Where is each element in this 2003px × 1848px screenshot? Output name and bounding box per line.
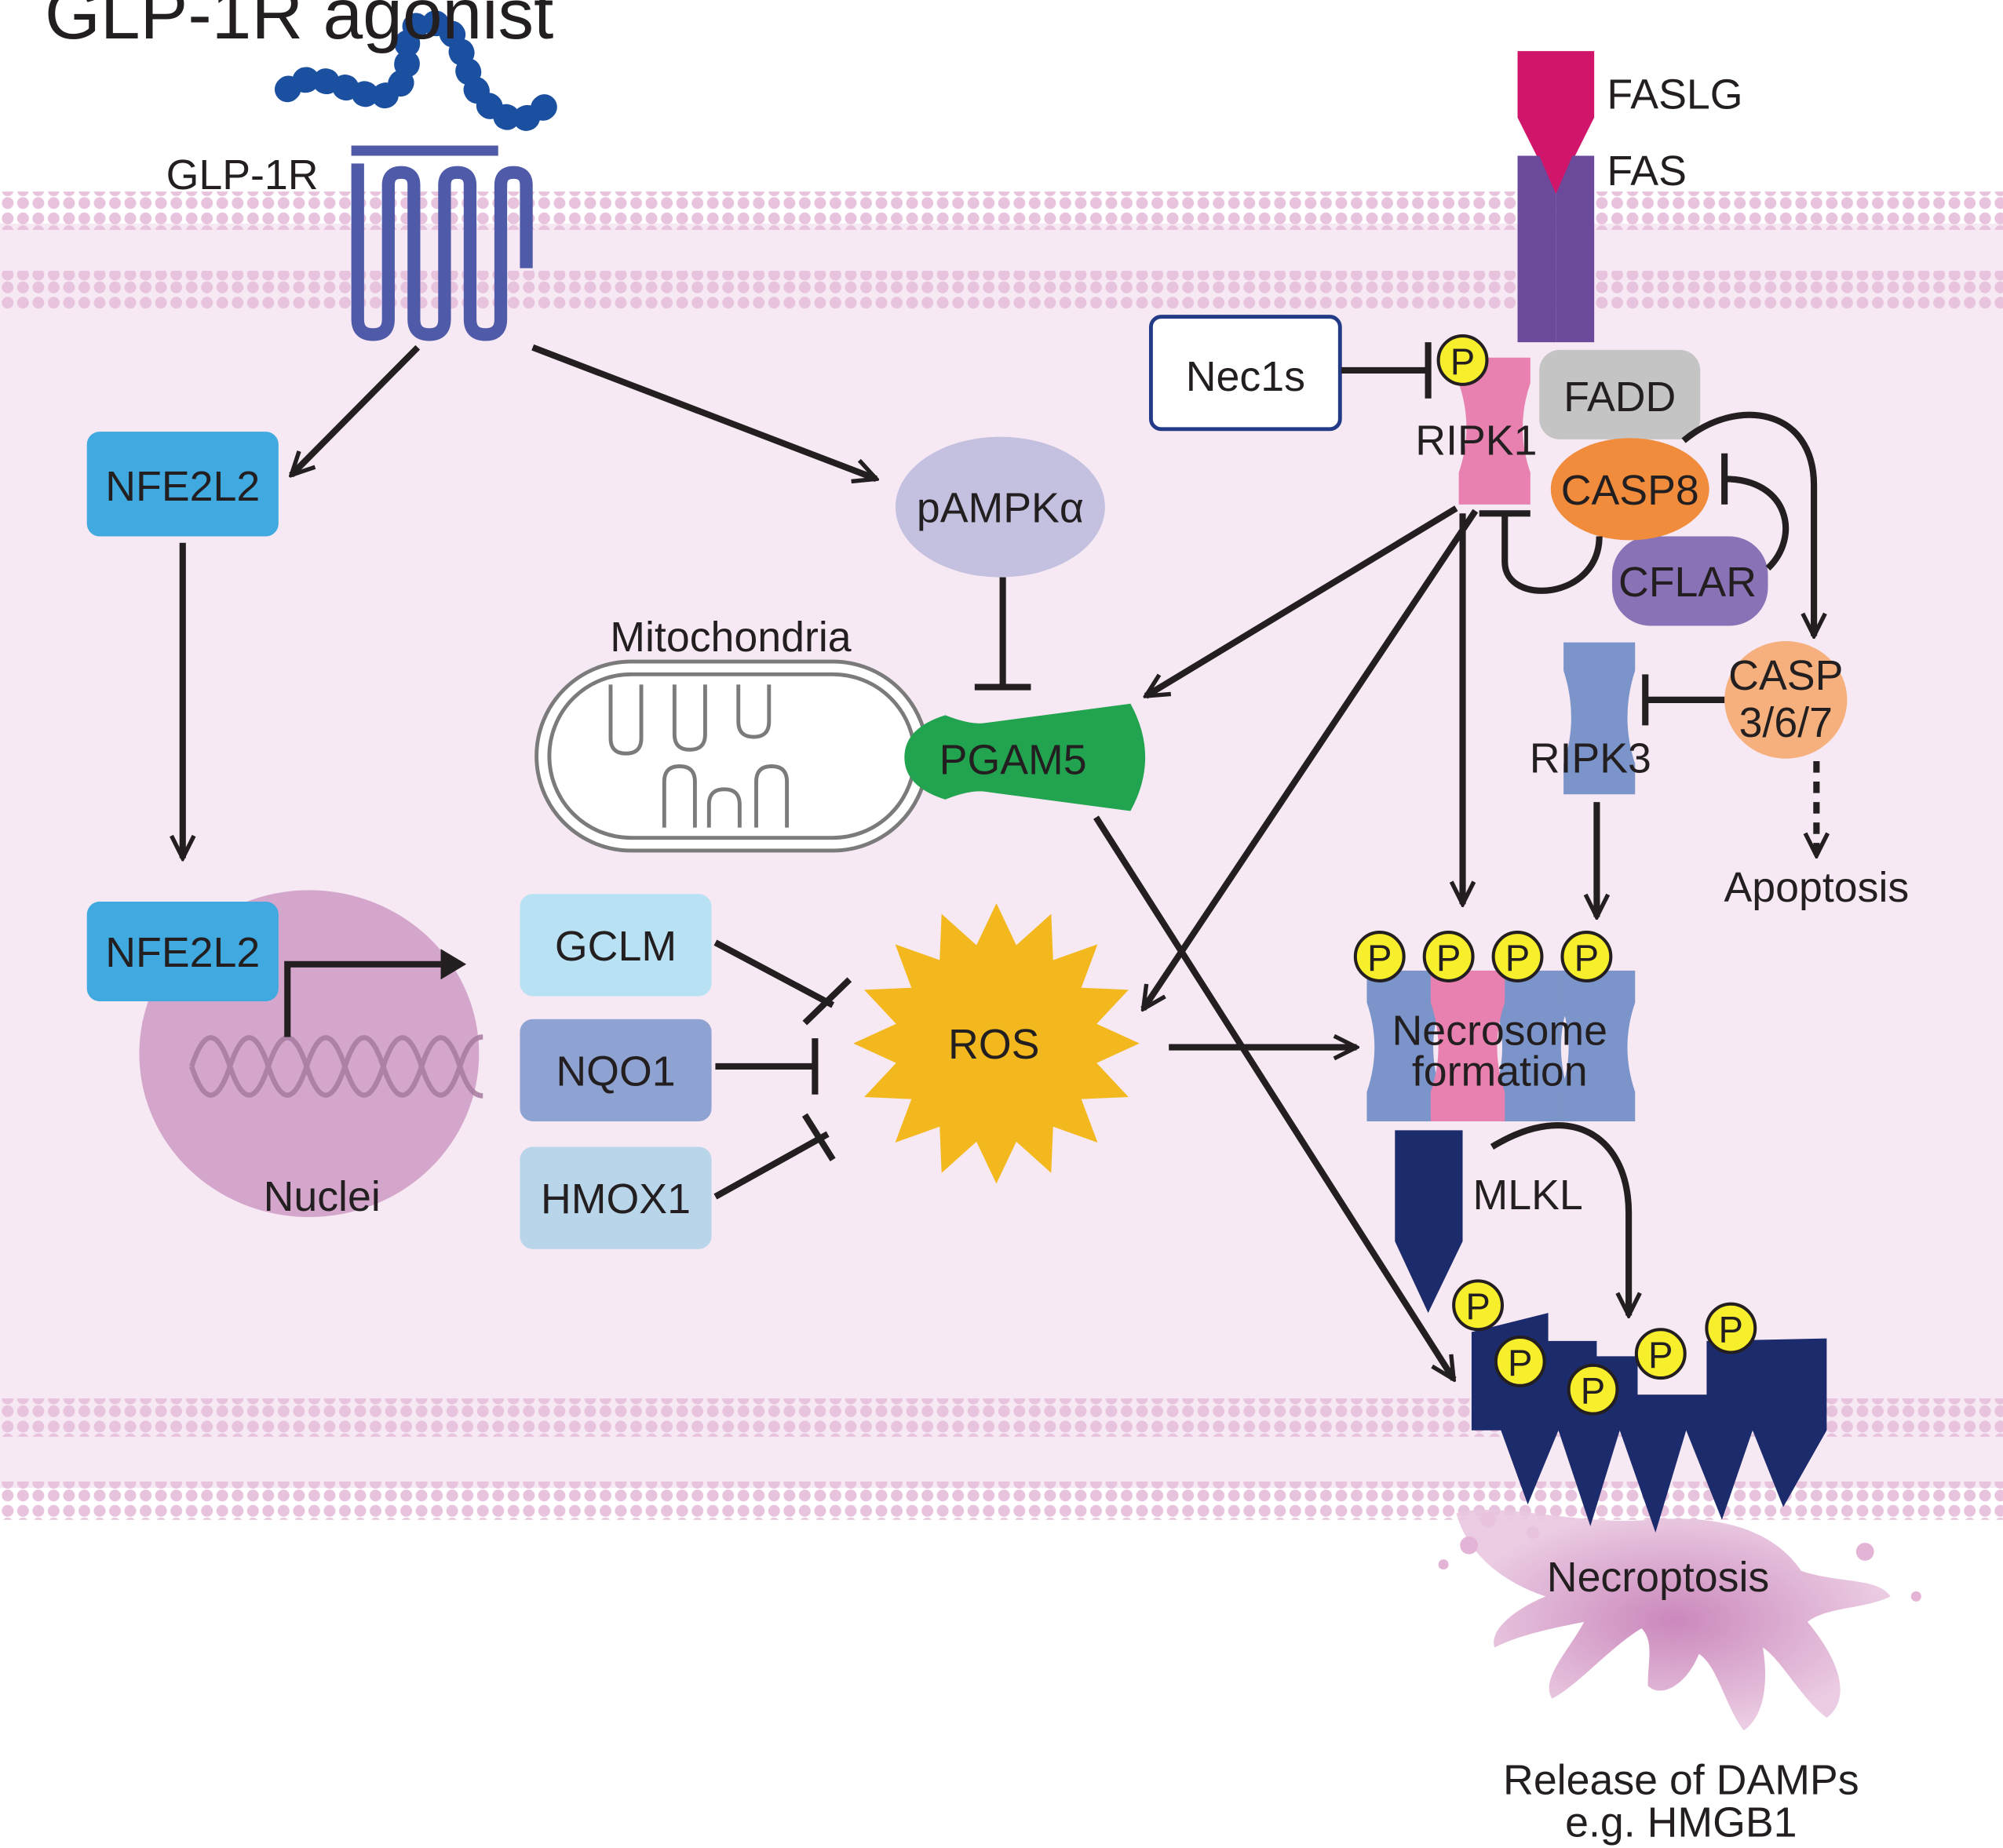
damps-label-line2: e.g. HMGB1	[1565, 1799, 1797, 1846]
ripk1-protein	[1458, 357, 1531, 505]
glp1r-label: GLP-1R	[166, 151, 319, 199]
transcription-arrow	[284, 949, 467, 1037]
nec1s-label: Nec1s	[1186, 353, 1305, 400]
phospho-mlkl-2: P	[1494, 1335, 1546, 1387]
phospho-necrosome-1: P	[1353, 931, 1406, 982]
svg-text:P: P	[1581, 1371, 1605, 1412]
casp367-protein	[1724, 641, 1848, 759]
inhibit-gclm-ros	[713, 939, 852, 1026]
mitochondria-label: Mitochondria	[610, 614, 852, 661]
mlkl-pore	[1471, 1313, 1827, 1533]
nqo1-box	[520, 1019, 712, 1121]
svg-text:P: P	[1574, 938, 1599, 979]
mlkl-label: MLKL	[1473, 1172, 1583, 1219]
cytoplasm	[0, 223, 2003, 1489]
ros-label: ROS	[948, 1021, 1039, 1068]
svg-text:P: P	[1508, 1343, 1532, 1384]
mitochondrion	[534, 659, 930, 853]
necrosome-label-line1: Necrosome	[1392, 1007, 1607, 1054]
arrow-casp8-to-casp367	[1681, 411, 1814, 636]
inhibit-nec1s-ripk1	[1341, 342, 1432, 399]
svg-text:P: P	[1505, 938, 1530, 979]
phospho-necrosome-3: P	[1491, 931, 1544, 982]
glp1r-agonist-label: GLP-1R agonist	[45, 0, 553, 54]
necrosome-label-line2: formation	[1412, 1048, 1588, 1095]
casp367-label-line2: 3/6/7	[1739, 699, 1833, 746]
arrow-pgam5-to-necroptosis	[1093, 815, 1457, 1380]
fas-receptor	[1517, 155, 1595, 343]
mlkl-protein	[1395, 1130, 1463, 1314]
svg-text:P: P	[1465, 1286, 1490, 1328]
damps-label-line1: Release of DAMPs	[1503, 1757, 1859, 1804]
fas-label: FAS	[1607, 148, 1686, 195]
phospho-mlkl-3: P	[1567, 1363, 1619, 1416]
ros-starburst	[853, 902, 1140, 1184]
svg-text:P: P	[1436, 938, 1461, 979]
dna-helix	[189, 1034, 483, 1099]
faslg-ligand	[1517, 51, 1595, 195]
nuclei-label: Nuclei	[264, 1173, 381, 1220]
phospho-mlkl-4: P	[1634, 1328, 1687, 1380]
glp1r-receptor	[351, 145, 533, 341]
svg-text:P: P	[1367, 938, 1392, 979]
faslg-label: FASLG	[1607, 71, 1742, 118]
necrosome-complex	[1366, 970, 1636, 1121]
nec1s-box	[1148, 315, 1342, 432]
inhibit-nqo1-ros	[715, 1038, 819, 1095]
cflar-label: CFLAR	[1618, 559, 1757, 606]
nfe2l2-nuclear-label: NFE2L2	[105, 929, 260, 976]
svg-text:P: P	[1719, 1310, 1743, 1351]
gclm-box	[520, 894, 712, 997]
casp8-label: CASP8	[1561, 467, 1699, 514]
gclm-label: GCLM	[555, 923, 677, 970]
ripk3-label: RIPK3	[1530, 735, 1651, 782]
arrow-glp1r-to-pampk	[531, 344, 877, 479]
apoptosis-label: Apoptosis	[1724, 864, 1909, 911]
phospho-necrosome-2: P	[1422, 931, 1475, 982]
phospho-necrosome-4: P	[1560, 931, 1613, 982]
pgam5-label: PGAM5	[939, 736, 1087, 783]
glp1r-agonist	[274, 10, 560, 133]
inhibit-cflar-casp8	[1721, 453, 1790, 571]
pampk-alpha	[895, 436, 1105, 578]
casp8-protein	[1550, 438, 1709, 541]
necroptosis-burst	[1438, 1509, 1921, 1731]
ripk3-protein	[1563, 642, 1636, 795]
inhibit-casp367-ripk3	[1642, 674, 1725, 726]
arrow-ripk1-to-ros	[1140, 508, 1479, 1009]
necroptosis-label: Necroptosis	[1547, 1554, 1769, 1601]
fadd-protein	[1539, 349, 1701, 439]
nfe2l2-cytoplasm-label: NFE2L2	[105, 463, 260, 510]
arrow-mlkl-to-pore	[1490, 1122, 1629, 1315]
svg-text:P: P	[1648, 1335, 1673, 1376]
nfe2l2-nuclear-box	[86, 902, 279, 1001]
casp367-label-line1: CASP	[1728, 652, 1843, 699]
arrow-ripk1-to-pgam5	[1146, 505, 1458, 699]
pampk-label: pAMPKα	[917, 485, 1084, 532]
inhibit-casp8-ripk1	[1479, 510, 1603, 594]
svg-text:P: P	[1450, 341, 1475, 383]
arrow-glp1r-to-nfe2l2	[291, 344, 421, 476]
hmox1-label: HMOX1	[541, 1176, 691, 1223]
ripk1-label: RIPK1	[1415, 417, 1537, 464]
fadd-label: FADD	[1563, 374, 1676, 421]
nqo1-label: NQO1	[556, 1048, 675, 1095]
nfe2l2-cytoplasm-box	[86, 432, 279, 537]
inhibit-pampk-pgam5	[974, 577, 1031, 691]
cflar-protein	[1611, 536, 1768, 626]
hmox1-box	[520, 1146, 712, 1249]
phospho-mlkl-1: P	[1452, 1279, 1505, 1332]
phospho-ripk1: P	[1436, 334, 1489, 386]
pgam5-protein	[904, 703, 1146, 811]
phospho-mlkl-5: P	[1705, 1302, 1757, 1354]
plasma-membrane-top	[0, 191, 2003, 230]
inhibit-hmox1-ros	[713, 1113, 836, 1200]
